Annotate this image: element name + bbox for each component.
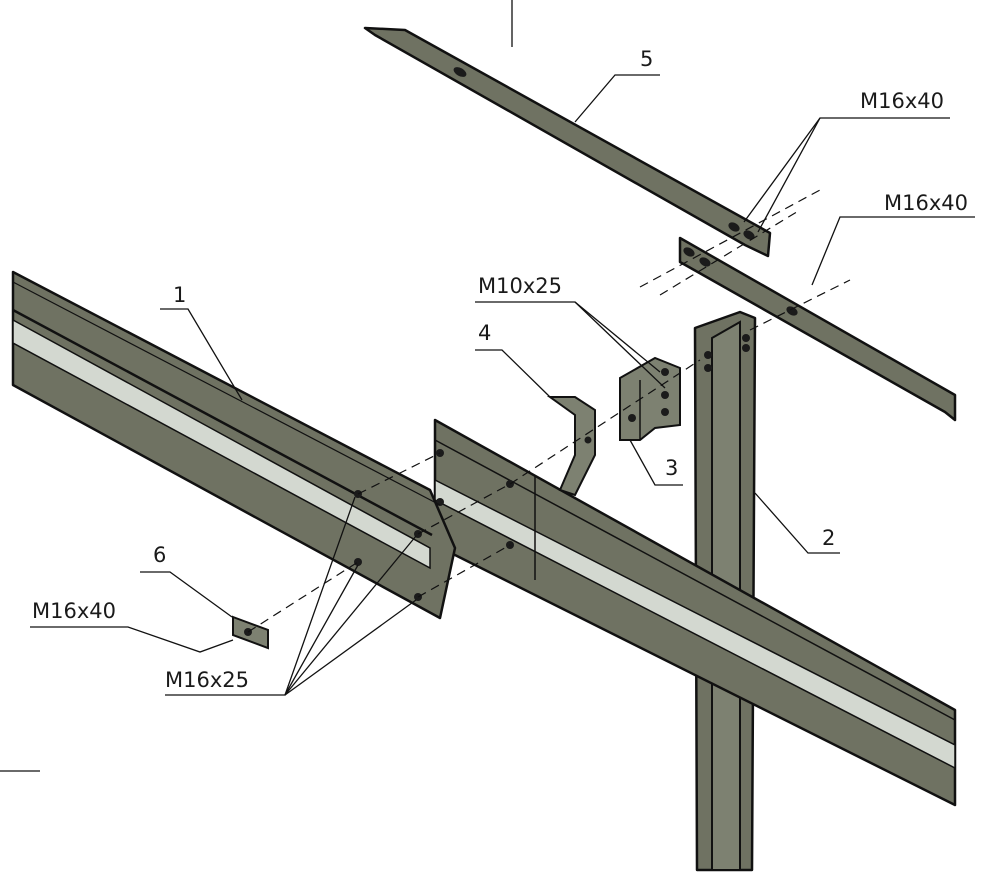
callout-bolt-rail-post: M16x40: [811, 191, 975, 286]
label-bolt-bracket: M10x25: [478, 274, 562, 298]
label-part-4: 4: [478, 321, 491, 345]
bracket-part-4: [546, 396, 596, 497]
callout-bolt-top-rail: M16x40: [743, 89, 950, 233]
callout-part-5: 5: [574, 47, 660, 123]
plate-part-6: [232, 615, 269, 650]
label-part-3: 3: [665, 456, 678, 480]
label-bolt-plate: M16x40: [32, 599, 116, 623]
label-part-2: 2: [822, 526, 835, 550]
callout-part-3: 3: [629, 439, 683, 486]
label-bolt-top-rail: M16x40: [860, 89, 944, 113]
label-part-6: 6: [153, 543, 166, 567]
bolt-axes: [247, 189, 851, 633]
callout-part-2: 2: [754, 492, 840, 554]
callout-part-6: 6: [140, 543, 233, 618]
rail-part-5: [363, 26, 957, 422]
callout-bolt-plate: M16x40: [30, 599, 234, 653]
callout-bolt-beam-splice: M16x25: [165, 496, 417, 696]
callout-part-1: 1: [160, 283, 243, 401]
beam-part-1-left: [11, 270, 457, 620]
bracket-part-3: [619, 356, 681, 441]
callout-part-4: 4: [475, 321, 551, 398]
label-part-5: 5: [640, 47, 653, 71]
label-part-1: 1: [173, 283, 186, 307]
beam-part-1-right: [433, 418, 957, 807]
label-bolt-rail-post: M16x40: [884, 191, 968, 215]
label-bolt-beam-splice: M16x25: [165, 668, 249, 692]
callout-bolt-bracket: M10x25: [475, 274, 666, 389]
